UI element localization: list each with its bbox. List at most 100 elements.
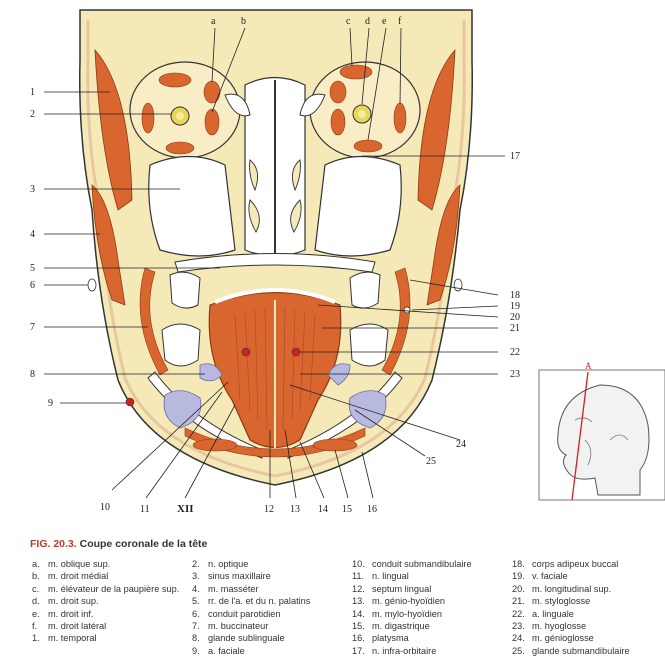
label-20: 20 bbox=[510, 312, 520, 323]
legend-column-3: 10.conduit submandibulaire 11.n. lingual… bbox=[352, 558, 472, 657]
upper-molar-left bbox=[169, 271, 201, 309]
buccinator-right bbox=[381, 267, 411, 376]
upper-molar-right bbox=[349, 271, 381, 309]
label-18: 18 bbox=[510, 290, 520, 301]
label-b: b bbox=[241, 16, 246, 27]
label-d: d bbox=[365, 16, 370, 27]
ethmoid-cells bbox=[224, 93, 326, 117]
legend-item: 8.glande sublinguale bbox=[192, 633, 285, 644]
head-section bbox=[79, 9, 473, 486]
legend-item: 23.m. hyoglosse bbox=[512, 621, 587, 632]
label-7: 7 bbox=[30, 322, 35, 333]
label-23: 23 bbox=[510, 369, 520, 380]
label-17: 17 bbox=[510, 151, 520, 162]
figure-caption: FIG. 20.3. Coupe coronale de la tête bbox=[30, 538, 207, 550]
legend-item: 24.m. génioglosse bbox=[512, 633, 594, 644]
legend-item: 19.v. faciale bbox=[512, 571, 568, 582]
label-c: c bbox=[346, 16, 351, 27]
oblique-sup-right bbox=[329, 80, 347, 104]
label-16: 16 bbox=[367, 504, 377, 515]
caption-prefix: FIG. 20.3. bbox=[30, 538, 77, 550]
parotid-duct-right bbox=[453, 278, 463, 292]
hard-palate bbox=[174, 253, 376, 273]
legend-item: 3.sinus maxillaire bbox=[192, 571, 271, 582]
digastric-left bbox=[192, 438, 238, 452]
legend-item: d.m. droit sup. bbox=[32, 596, 99, 607]
legend-item: 5.rr. de l'a. et du n. palatins bbox=[192, 596, 311, 607]
maxillary-sinus-left bbox=[148, 156, 236, 257]
top-labels: a b c d e f bbox=[211, 16, 402, 27]
left-labels: 1 2 3 4 5 6 7 8 9 bbox=[30, 87, 53, 409]
temporal-muscle-left bbox=[94, 48, 133, 211]
lingual-artery-left bbox=[241, 347, 251, 357]
legend-item: 7.m. buccinateur bbox=[192, 621, 269, 632]
legend-column-2: 2.n. optique 3.sinus maxillaire 4.m. mas… bbox=[192, 558, 310, 657]
label-6: 6 bbox=[30, 280, 35, 291]
legend-item: 21.m. styloglosse bbox=[512, 596, 591, 607]
legend-item: 11.n. lingual bbox=[352, 571, 409, 582]
legend-item: 16.platysma bbox=[352, 633, 409, 644]
label-22: 22 bbox=[510, 347, 520, 358]
legend-item: c.m. élévateur de la paupière sup. bbox=[32, 583, 180, 594]
right-labels: 17 18 19 20 21 22 23 24 25 bbox=[426, 151, 520, 467]
sublingual-gland-left bbox=[199, 363, 223, 382]
label-25: 25 bbox=[426, 456, 436, 467]
legend-item: 4.m. masséter bbox=[192, 583, 259, 594]
label-8: 8 bbox=[30, 369, 35, 380]
legend-item: 1.m. temporal bbox=[32, 633, 97, 644]
caption-title: Coupe coronale de la tête bbox=[79, 538, 208, 550]
label-2: 2 bbox=[30, 109, 35, 120]
label-12: 12 bbox=[264, 504, 274, 515]
droit-sup-right bbox=[339, 64, 373, 80]
label-a: a bbox=[211, 16, 216, 27]
label-14: 14 bbox=[318, 504, 328, 515]
section-plane-line bbox=[571, 371, 589, 501]
orientation-inset: A bbox=[538, 361, 665, 501]
label-21: 21 bbox=[510, 323, 520, 334]
label-9: 9 bbox=[48, 398, 53, 409]
legend-item: 6.conduit parotidien bbox=[192, 608, 281, 619]
droit-medial-left bbox=[204, 108, 220, 136]
label-11: 11 bbox=[140, 504, 150, 515]
inset-face-detail bbox=[574, 417, 629, 466]
label-f: f bbox=[398, 16, 402, 27]
optic-nerve-left-core bbox=[176, 112, 184, 120]
legend-item: 22.a. linguale bbox=[512, 608, 574, 619]
label-4: 4 bbox=[30, 229, 35, 240]
oblique-sup-left bbox=[203, 80, 221, 104]
buccinator-left bbox=[139, 267, 169, 376]
label-5: 5 bbox=[30, 263, 35, 274]
droit-sup-left bbox=[158, 72, 192, 88]
legend-item: b.m. droit médial bbox=[32, 571, 109, 582]
legend-item: 2.n. optique bbox=[192, 559, 249, 569]
tongue-fibers bbox=[234, 307, 316, 431]
label-e: e bbox=[382, 16, 387, 27]
submandibular-gland-right bbox=[348, 390, 387, 429]
legend-item: a.m. oblique sup. bbox=[32, 559, 111, 569]
facial-artery bbox=[125, 397, 135, 407]
legend-column-1: a.m. oblique sup. b.m. droit médial c.m.… bbox=[32, 558, 182, 645]
droit-inf-left bbox=[165, 141, 195, 155]
lower-molar-right bbox=[349, 323, 389, 367]
legend-item: 17.n. infra-orbitaire bbox=[352, 645, 437, 656]
label-24: 24 bbox=[456, 439, 466, 450]
temporal-muscle-right bbox=[417, 48, 456, 211]
digastric-right bbox=[312, 438, 358, 452]
droit-inf-right bbox=[353, 139, 383, 153]
lower-molar-left bbox=[161, 323, 201, 367]
legend-item: 15.m. digastrique bbox=[352, 621, 430, 632]
masseter-left bbox=[91, 184, 126, 306]
legend-item: f.m. droit latéral bbox=[32, 621, 107, 632]
legend-item: 9.a. faciale bbox=[192, 645, 245, 656]
inset-marker-label: A bbox=[585, 361, 592, 371]
label-1: 1 bbox=[30, 87, 35, 98]
facial-vein bbox=[403, 306, 411, 314]
label-XII: XII bbox=[177, 503, 194, 515]
tongue-surface bbox=[214, 288, 336, 304]
parotid-duct bbox=[87, 278, 97, 292]
optic-nerve-right-core bbox=[358, 110, 366, 118]
label-15: 15 bbox=[342, 504, 352, 515]
droit-lat-right bbox=[393, 102, 407, 134]
submandibular-gland-left bbox=[163, 390, 202, 429]
